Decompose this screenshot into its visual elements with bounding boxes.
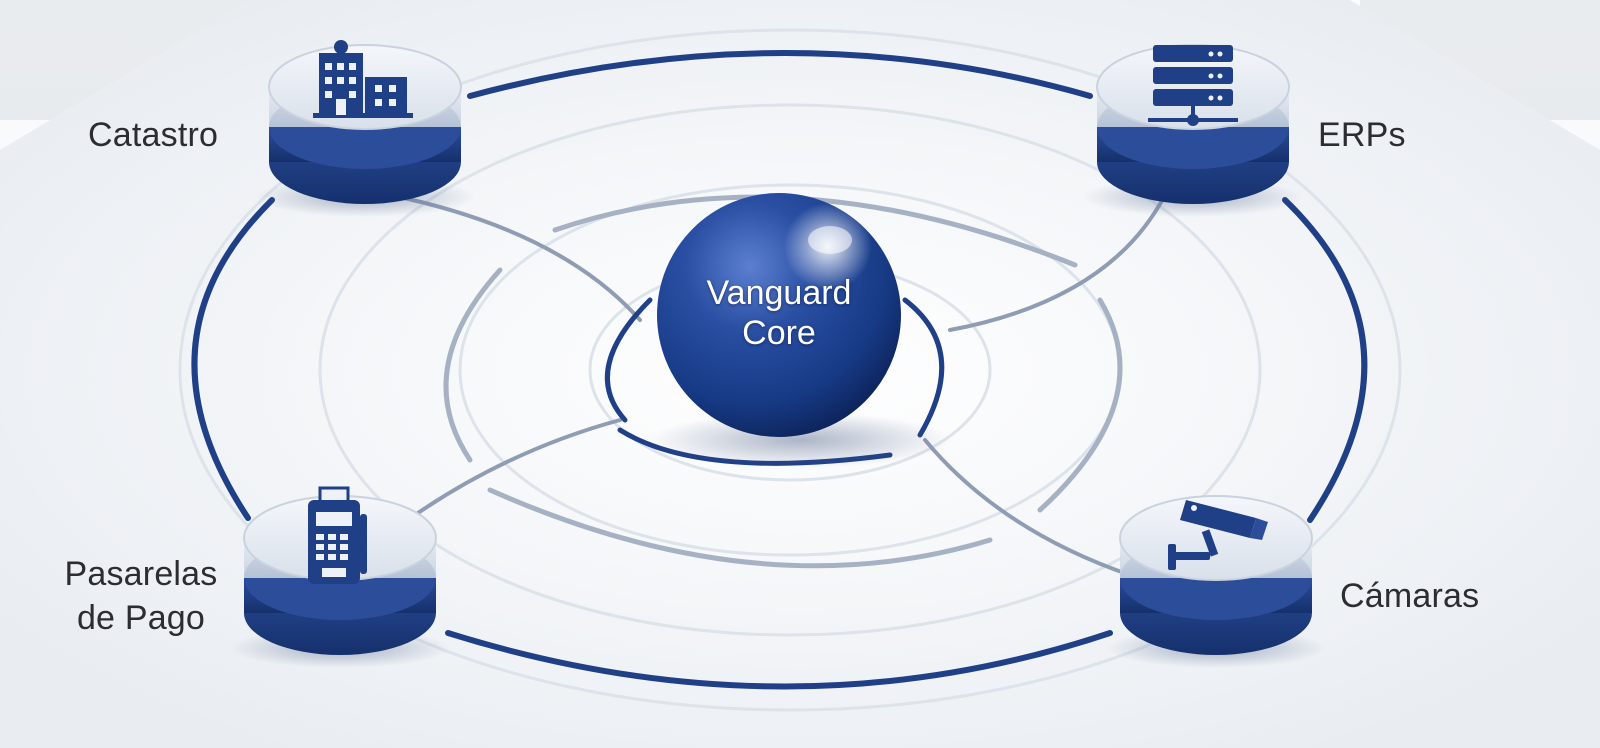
label-pasarelas-line-2: de Pago [76,599,206,637]
node-pasarelas-de-pago[interactable] [230,486,450,668]
label-erps: ERPs [1318,113,1406,157]
label-camaras: Cámaras [1340,574,1479,618]
link-camaras [923,438,1132,577]
label-pasarelas-de-pago: Pasarelas de Pago [36,552,246,640]
label-catastro-text: Catastro [88,116,219,154]
outer-ring-left [191,197,275,521]
outer-ring-bottom [445,630,1113,690]
security-camera-icon [1168,500,1268,570]
outer-ring-top [467,50,1093,99]
label-camaras-text: Cámaras [1340,577,1480,615]
building-icon [313,40,413,118]
label-erps-text: ERPs [1318,116,1406,154]
payment-terminal-icon [308,486,367,584]
node-erps[interactable] [1083,44,1303,217]
link-pasarelas [413,418,622,517]
node-catastro[interactable] [255,40,475,217]
label-catastro: Catastro [88,113,218,157]
core-label-line-1: Vanguard [706,274,852,312]
vanguard-core-sphere [650,193,950,468]
server-icon [1148,45,1238,126]
core-label-line-2: Core [742,314,816,352]
label-pasarelas-line-1: Pasarelas [64,555,218,593]
outer-ring [191,50,1368,690]
vanguard-core-label: Vanguard Core [658,273,900,353]
link-erps [948,193,1167,332]
node-camaras[interactable] [1106,495,1326,668]
outer-ring-right [1282,197,1368,523]
